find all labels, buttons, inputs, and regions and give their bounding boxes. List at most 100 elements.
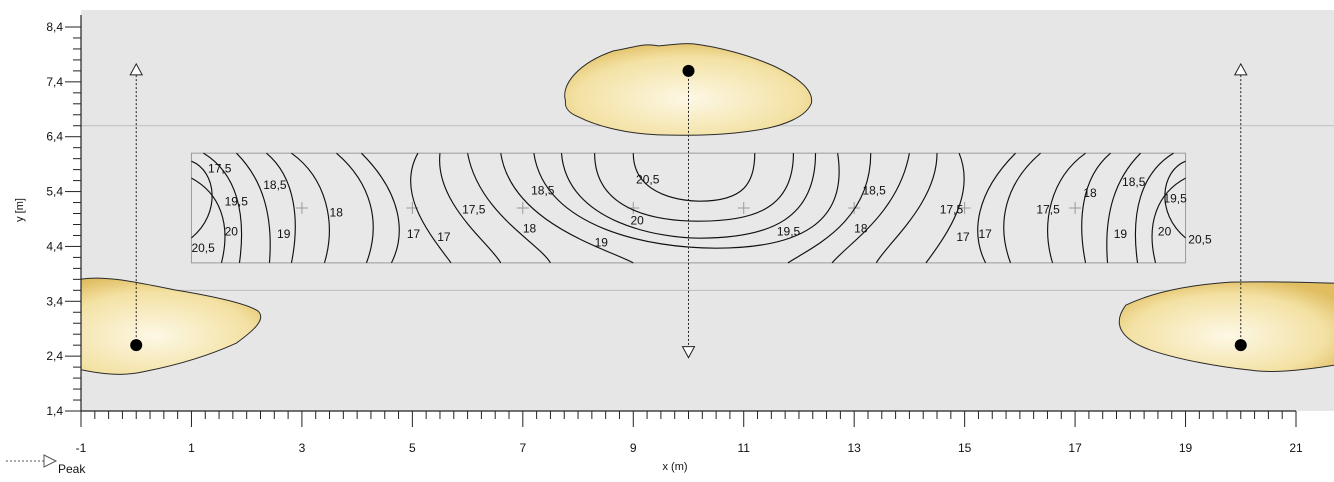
y-axis-title: y [m] [14,198,26,222]
isolux-contour-line [787,153,872,264]
y-tick-label: 5,4 [46,185,63,199]
x-tick-label: 1 [188,441,195,455]
isolux-contour-line [1081,152,1111,263]
x-tick-label: 11 [737,441,750,455]
beam-shape-right [1118,281,1334,373]
isolux-contour-line [594,153,795,222]
isolux-contour-line [439,153,502,264]
y-tick-label: 6,4 [46,130,63,144]
contour-label: 17 [437,230,451,244]
contour-label: 17 [956,230,970,244]
isolux-contour-line [500,153,634,264]
peak-legend: Peak [6,454,86,476]
isolux-contour-line [977,152,1016,264]
contour-label: 19,5 [225,194,249,208]
contour-label: 18,5 [263,178,287,192]
luminaire-position-dot-right [1234,339,1247,352]
isolux-contour-line [1003,152,1041,264]
isolux-contour-line [467,153,551,264]
contour-label: 18 [854,222,868,236]
contour-label: 17,5 [1036,203,1060,217]
isolux-contour-line [191,160,213,239]
light-distribution-shapes [81,43,1334,375]
x-tick-label: 13 [848,441,862,455]
luminaire-position-dot-left [130,339,143,352]
isolux-contour-line [1134,152,1174,263]
peak-arrow-icon [43,454,58,468]
luminaire-position-dot-center [682,64,695,77]
contour-label: 18 [523,222,537,236]
x-tick-label: 15 [958,441,972,455]
y-tick-label: 3,4 [46,294,63,308]
contour-label: 19,5 [1163,192,1187,206]
contour-label: 18 [1083,186,1097,200]
contour-label: 19 [1114,227,1128,241]
contour-label: 18,5 [531,183,555,197]
beam-shape-center [564,43,813,136]
grid-marker [295,202,308,215]
contour-label: 18,5 [1122,175,1146,189]
contour-label: 17 [407,227,421,241]
isolux-contour-line [191,177,226,264]
y-tick-label: 4,4 [46,239,63,253]
contour-label: 19 [277,227,291,241]
x-tick-label: 3 [299,441,306,455]
isolux-contour-line [361,152,400,264]
contour-label: 20,5 [1188,233,1212,247]
isolux-contour-line [203,152,243,263]
isolux-contour-line [336,152,374,264]
contour-label: 20 [1158,224,1172,238]
y-tick-label: 7,4 [46,75,63,89]
y-tick-label: 2,4 [46,349,63,363]
isolux-contour-line [266,152,296,263]
isolux-contour-line [1151,177,1186,264]
grid-marker [737,202,750,215]
aiming-arrows [129,62,1248,359]
contour-label: 20 [631,213,645,227]
isolux-contour-line [875,153,938,264]
y-tick-label: 8,4 [46,20,63,34]
grid-marker [848,202,861,215]
aim-arrow-icon-right [1233,62,1248,76]
contour-label: 18,5 [862,183,886,197]
contour-label: 19 [595,235,609,249]
x-tick-label: 17 [1068,441,1082,455]
grid-marker [958,202,971,215]
isolux-contour-line [831,153,910,264]
grid-marker [1069,202,1082,215]
contour-label: 17,5 [462,203,486,217]
isolux-contour-line [1164,160,1186,239]
x-tick-label: 21 [1289,441,1303,455]
x-tick-label: 19 [1179,441,1193,455]
aim-arrow-icon-center [681,346,696,359]
isolux-contour-line [925,152,965,264]
x-tick-label: 5 [409,441,416,455]
isolux-contours [191,152,1186,264]
calculation-grid-markers [295,202,1082,215]
isolux-contour-line [560,153,817,239]
calculation-area: 17,5 18,5 19,5 20 20,5 19 18 17 17 17,5 18,5 18 20,5… [190,152,1212,264]
x-tick-label: -1 [76,441,87,455]
contour-label: 19,5 [777,224,801,238]
x-tick-label: 9 [630,441,637,455]
x-axis-title: x (m) [662,461,687,473]
isolux-contour-line [1106,152,1141,263]
x-tick-label: 7 [519,441,526,455]
contour-labels: 17,5 18,5 19,5 20 20,5 19 18 17 17 17,5 18,5 18 20,5… [191,161,1212,255]
contour-label: 17,5 [208,161,232,175]
isolux-contour-line [533,153,840,249]
grid-marker [516,202,529,215]
isolux-contour-line [291,152,330,264]
contour-label: 20 [225,224,239,238]
isolux-contour-line [1047,152,1086,264]
isolux-contour-line [632,153,756,202]
contour-label: 17 [978,227,992,241]
isolux-contour-line [410,152,452,264]
contour-label: 20,5 [191,241,215,255]
contour-label: 18 [330,205,344,219]
isolux-contour-line [236,152,271,263]
y-tick-label: 1,4 [46,404,63,418]
aim-arrow-icon-left [129,62,144,76]
